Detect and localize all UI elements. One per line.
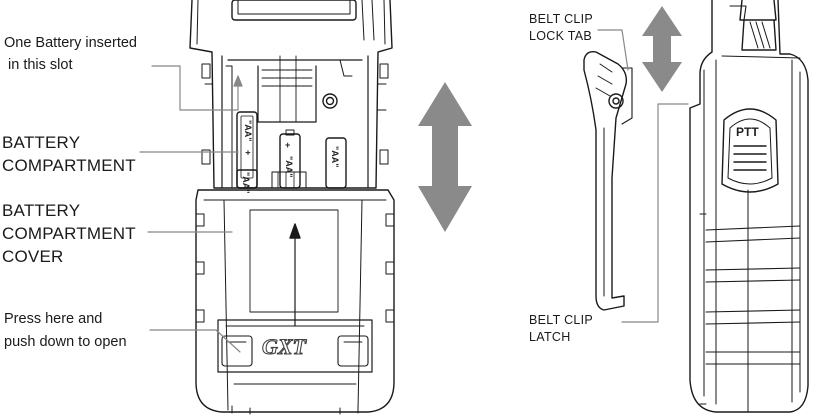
svg-text:"AA": "AA" (284, 156, 294, 178)
svg-text:+: + (243, 150, 253, 155)
label-one-battery-line1: One Battery inserted (4, 35, 137, 51)
ptt-label: PTT (736, 125, 759, 139)
label-battery-compartment-line2: COMPARTMENT (2, 156, 136, 175)
leader-lines-right (597, 29, 689, 323)
up-arrow-icon (289, 223, 301, 327)
label-latch-line2: LATCH (529, 330, 571, 344)
svg-text:+: + (285, 140, 290, 150)
label-lock-tab-line1: BELT CLIP (529, 12, 594, 26)
label-cover-line2: COMPARTMENT (2, 224, 136, 243)
label-lock-tab-line2: LOCK TAB (529, 29, 593, 43)
label-cover-line3: COVER (2, 247, 64, 266)
radio-side-view: PTT (689, 0, 809, 413)
label-battery-compartment-line1: BATTERY (2, 133, 81, 152)
radio-back-view: "AA" + + "AA" "AA" "AA" GXT (189, 0, 395, 415)
belt-clip (583, 50, 633, 311)
label-press-line1: Press here and (4, 311, 103, 327)
svg-text:"AA": "AA" (241, 172, 251, 194)
svg-text:"AA": "AA" (243, 120, 253, 142)
label-cover-line1: BATTERY (2, 201, 81, 220)
label-one-battery-line2: in this slot (8, 57, 73, 73)
svg-text:"AA": "AA" (330, 146, 340, 168)
label-press-line2: push down to open (4, 334, 127, 350)
double-arrow-icon-small (642, 6, 682, 92)
leader-lines-left (139, 65, 243, 353)
label-latch-line1: BELT CLIP (529, 313, 594, 327)
double-arrow-icon (418, 82, 472, 232)
gxt-logo: GXT (262, 334, 308, 359)
